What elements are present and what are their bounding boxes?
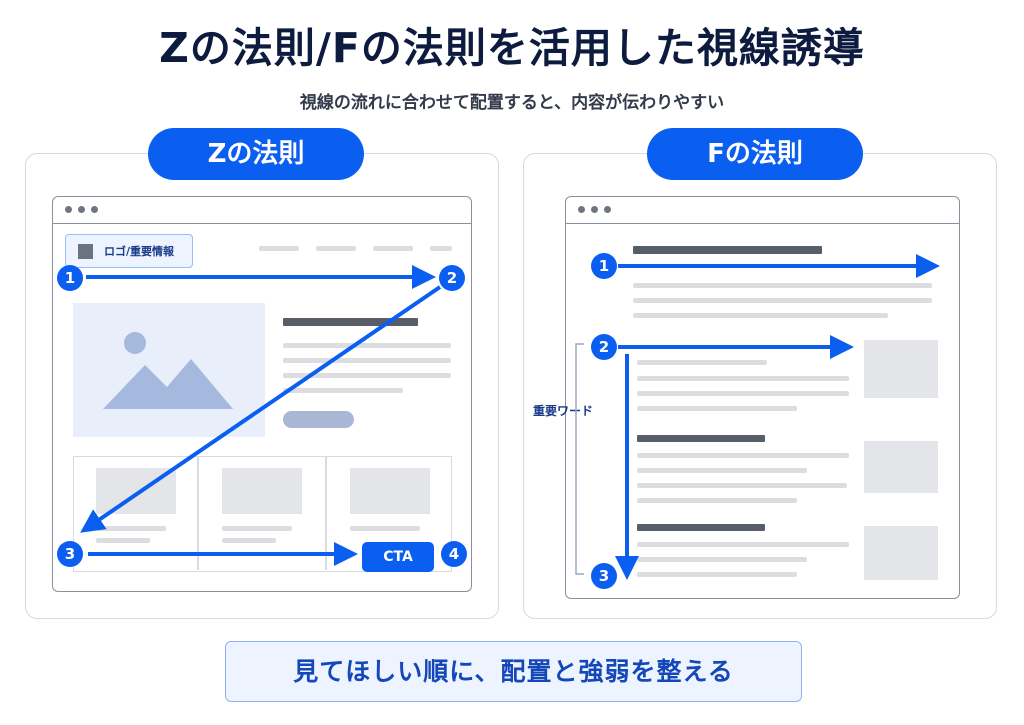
text-line	[637, 542, 849, 547]
text-line	[637, 406, 797, 411]
text-line	[637, 557, 807, 562]
card-text-line	[96, 538, 150, 543]
text-line	[637, 483, 847, 488]
text-line	[637, 376, 849, 381]
window-dot	[604, 206, 611, 213]
f-panel-heading: Fの法則	[647, 128, 863, 180]
text-line	[637, 391, 849, 396]
footer-text: 見てほしい順に、配置と強弱を整える	[293, 657, 734, 686]
hero-image	[73, 303, 265, 437]
z-step-4: 4	[441, 541, 467, 567]
f-step-3: 3	[591, 563, 617, 589]
logo-label: ロゴ/重要情報	[104, 245, 175, 258]
heading-line	[633, 246, 822, 254]
thumbnail-image	[864, 526, 938, 580]
text-line	[637, 360, 767, 365]
f-step-1: 1	[591, 253, 617, 279]
heading-line	[637, 524, 765, 531]
window-dot	[78, 206, 85, 213]
cta-button[interactable]: CTA	[362, 542, 434, 572]
image-placeholder-icon	[103, 332, 233, 409]
card-text-line	[222, 538, 276, 543]
card-text-line	[96, 526, 166, 531]
text-line	[633, 313, 888, 318]
logo-area: ロゴ/重要情報	[65, 234, 193, 268]
text-line	[637, 572, 797, 577]
nav-item	[373, 246, 413, 251]
text-line	[283, 373, 451, 378]
card-divider	[197, 456, 199, 570]
text-line	[633, 283, 932, 288]
card-image	[222, 468, 302, 514]
heading-line	[637, 435, 765, 442]
page-title: Zの法則/Fの法則を活用した視線誘導	[159, 24, 865, 72]
card-text-line	[350, 526, 420, 531]
text-line	[637, 453, 849, 458]
window-dot	[65, 206, 72, 213]
z-step-2: 2	[439, 265, 465, 291]
card-row	[73, 456, 452, 572]
f-step-2: 2	[591, 334, 617, 360]
text-line	[637, 468, 807, 473]
z-step-3: 3	[57, 541, 83, 567]
footer-callout: 見てほしい順に、配置と強弱を整える	[225, 641, 802, 702]
text-line	[283, 358, 451, 363]
window-dot	[591, 206, 598, 213]
nav-item	[316, 246, 356, 251]
window-dot	[578, 206, 585, 213]
arrow-diagonal-icon	[80, 285, 442, 533]
heading-line	[283, 318, 418, 326]
z-window-titlebar	[53, 197, 471, 224]
logo-icon	[78, 244, 93, 259]
card-divider	[325, 456, 327, 570]
text-line	[283, 343, 451, 348]
thumbnail-image	[864, 441, 938, 493]
text-line	[637, 498, 797, 503]
keyword-label: 重要ワード	[533, 404, 594, 418]
page-subtitle: 視線の流れに合わせて配置すると、内容が伝わりやすい	[299, 93, 725, 113]
thumbnail-image	[864, 340, 938, 398]
f-window-titlebar	[566, 197, 959, 224]
nav-item	[430, 246, 452, 251]
keyword-bracket	[575, 343, 584, 575]
text-line	[283, 388, 403, 393]
card-text-line	[222, 526, 292, 531]
nav-item	[259, 246, 299, 251]
window-dot	[91, 206, 98, 213]
button-placeholder	[283, 411, 354, 428]
card-image	[350, 468, 430, 514]
z-panel-heading: Zの法則	[148, 128, 364, 180]
z-step-1: 1	[57, 265, 83, 291]
text-line	[633, 298, 932, 303]
